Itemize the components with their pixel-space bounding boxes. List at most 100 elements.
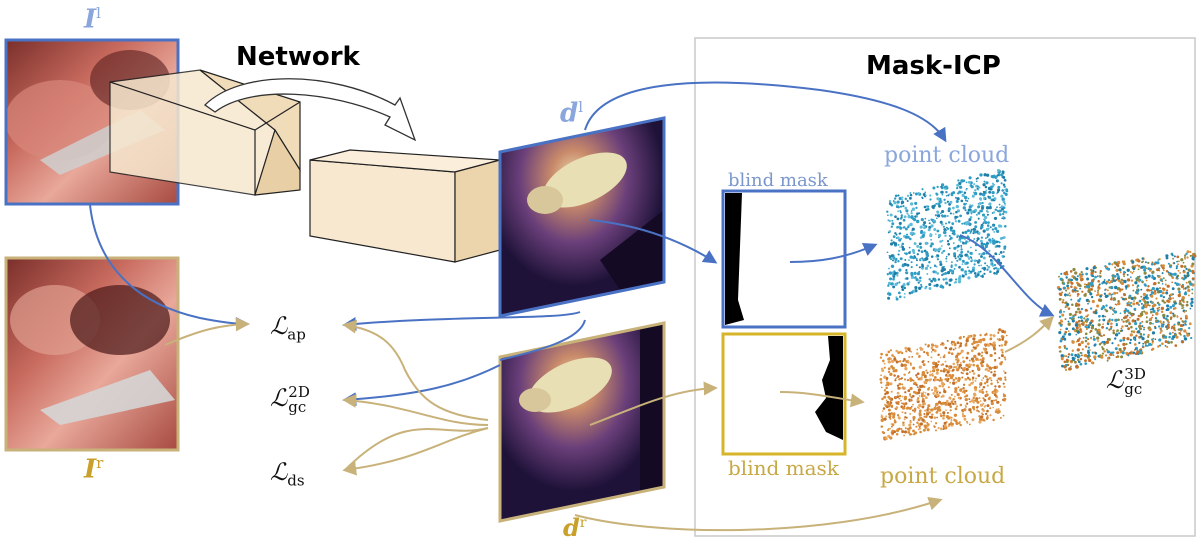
- point-cloud-dot: [916, 398, 920, 402]
- point-cloud-dot: [942, 417, 945, 420]
- point-cloud-dot: [960, 250, 964, 254]
- point-cloud-dot: [1058, 287, 1062, 291]
- point-cloud-dot: [957, 244, 960, 248]
- point-cloud-dot: [1130, 296, 1134, 301]
- point-cloud-dot: [899, 232, 902, 235]
- point-cloud-dot: [895, 233, 898, 236]
- point-cloud-dot: [939, 356, 942, 359]
- point-cloud-dot: [1103, 292, 1107, 295]
- point-cloud-dot: [1117, 301, 1121, 306]
- point-cloud-dot: [945, 190, 948, 194]
- point-cloud-dot: [1191, 288, 1194, 291]
- point-cloud-dot: [891, 425, 893, 428]
- point-cloud-dot: [964, 404, 967, 407]
- point-cloud-dot: [982, 218, 985, 221]
- point-cloud-dot: [911, 409, 915, 412]
- point-cloud-dot: [935, 387, 938, 390]
- point-cloud-dot: [1184, 257, 1186, 260]
- point-cloud-dot: [947, 227, 950, 230]
- point-cloud-dot: [1129, 352, 1133, 355]
- point-cloud-dot: [998, 357, 1001, 359]
- point-cloud-dot: [945, 281, 949, 285]
- point-cloud-dot: [1123, 310, 1127, 314]
- point-cloud-dot: [907, 347, 911, 351]
- point-cloud-dot: [1079, 287, 1081, 290]
- point-cloud-dot: [916, 372, 920, 376]
- point-cloud-dot: [1066, 284, 1069, 288]
- point-cloud-dot: [909, 412, 912, 415]
- point-cloud-dot: [1164, 335, 1167, 339]
- point-cloud-dot: [985, 393, 989, 397]
- point-cloud-dot: [904, 411, 907, 415]
- point-cloud-dot: [894, 258, 896, 260]
- point-cloud-dot: [1061, 301, 1064, 304]
- point-cloud-dot: [1184, 314, 1188, 318]
- point-cloud-dot: [950, 352, 954, 356]
- point-cloud-dot: [977, 205, 981, 209]
- point-cloud-dot: [1172, 335, 1176, 339]
- point-cloud-dot: [976, 260, 980, 264]
- point-cloud-dot: [926, 264, 930, 268]
- point-cloud-dot: [1125, 287, 1128, 290]
- point-cloud-dot: [1072, 314, 1075, 317]
- point-cloud-dot: [933, 389, 938, 393]
- point-cloud-dot: [910, 399, 912, 402]
- point-cloud-dot: [955, 356, 957, 359]
- point-cloud-dot: [945, 257, 948, 260]
- point-cloud-dot: [1160, 278, 1162, 280]
- point-cloud-dot: [930, 420, 933, 423]
- point-cloud-dot: [996, 267, 1000, 272]
- point-cloud-dot: [1126, 325, 1129, 327]
- point-cloud-dot: [1153, 289, 1157, 293]
- point-cloud-dot: [910, 210, 913, 212]
- point-cloud-dot: [909, 192, 912, 194]
- image-right-label: Ir: [84, 456, 103, 483]
- point-cloud-dot: [998, 385, 1001, 388]
- loss-ds: ℒds: [270, 458, 305, 489]
- point-cloud-dot: [1143, 268, 1147, 272]
- point-cloud-dot: [927, 228, 931, 232]
- point-cloud-dot: [979, 239, 983, 243]
- point-cloud-dot: [1130, 330, 1134, 333]
- point-cloud-dot: [929, 244, 933, 248]
- point-cloud-dot: [966, 235, 969, 238]
- point-cloud-dot: [902, 360, 905, 363]
- point-cloud-dot: [1140, 288, 1143, 291]
- point-cloud-dot: [1122, 272, 1126, 276]
- point-cloud-dot: [1113, 310, 1118, 314]
- point-cloud-dot: [921, 371, 926, 375]
- point-cloud-dot: [928, 261, 931, 264]
- point-cloud-dot: [918, 288, 921, 291]
- point-cloud-dot: [1074, 310, 1078, 314]
- point-cloud-dot: [938, 199, 941, 201]
- point-cloud-dot: [975, 364, 980, 368]
- point-cloud-dot: [981, 267, 984, 270]
- point-cloud-dot: [921, 257, 923, 259]
- point-cloud-dot: [968, 176, 972, 180]
- point-cloud-dot: [888, 414, 892, 418]
- point-cloud-dot: [942, 278, 945, 281]
- point-cloud-dot: [958, 190, 962, 194]
- point-cloud-dot: [1126, 337, 1130, 341]
- point-cloud-dot: [1087, 346, 1090, 349]
- point-cloud-dot: [960, 248, 963, 251]
- point-cloud-dot: [992, 341, 996, 345]
- point-cloud-dot: [883, 362, 886, 365]
- point-cloud-dot: [911, 227, 915, 231]
- point-cloud-dot: [952, 348, 955, 351]
- point-cloud-dot: [935, 411, 939, 414]
- point-cloud-dot: [1115, 322, 1118, 325]
- point-cloud-dot: [1084, 308, 1088, 312]
- point-cloud-dot: [1181, 304, 1184, 307]
- point-cloud-dot: [1170, 340, 1173, 344]
- point-cloud-dot: [1185, 303, 1189, 307]
- point-cloud-dot: [906, 263, 910, 267]
- point-cloud-dot: [1071, 316, 1074, 319]
- point-cloud-dot: [958, 237, 962, 240]
- image-right-superscript: r: [96, 454, 104, 472]
- point-cloud-dot: [951, 374, 955, 377]
- point-cloud-dot: [1135, 301, 1139, 305]
- point-cloud-dot: [908, 406, 912, 410]
- point-cloud-dot: [903, 378, 907, 381]
